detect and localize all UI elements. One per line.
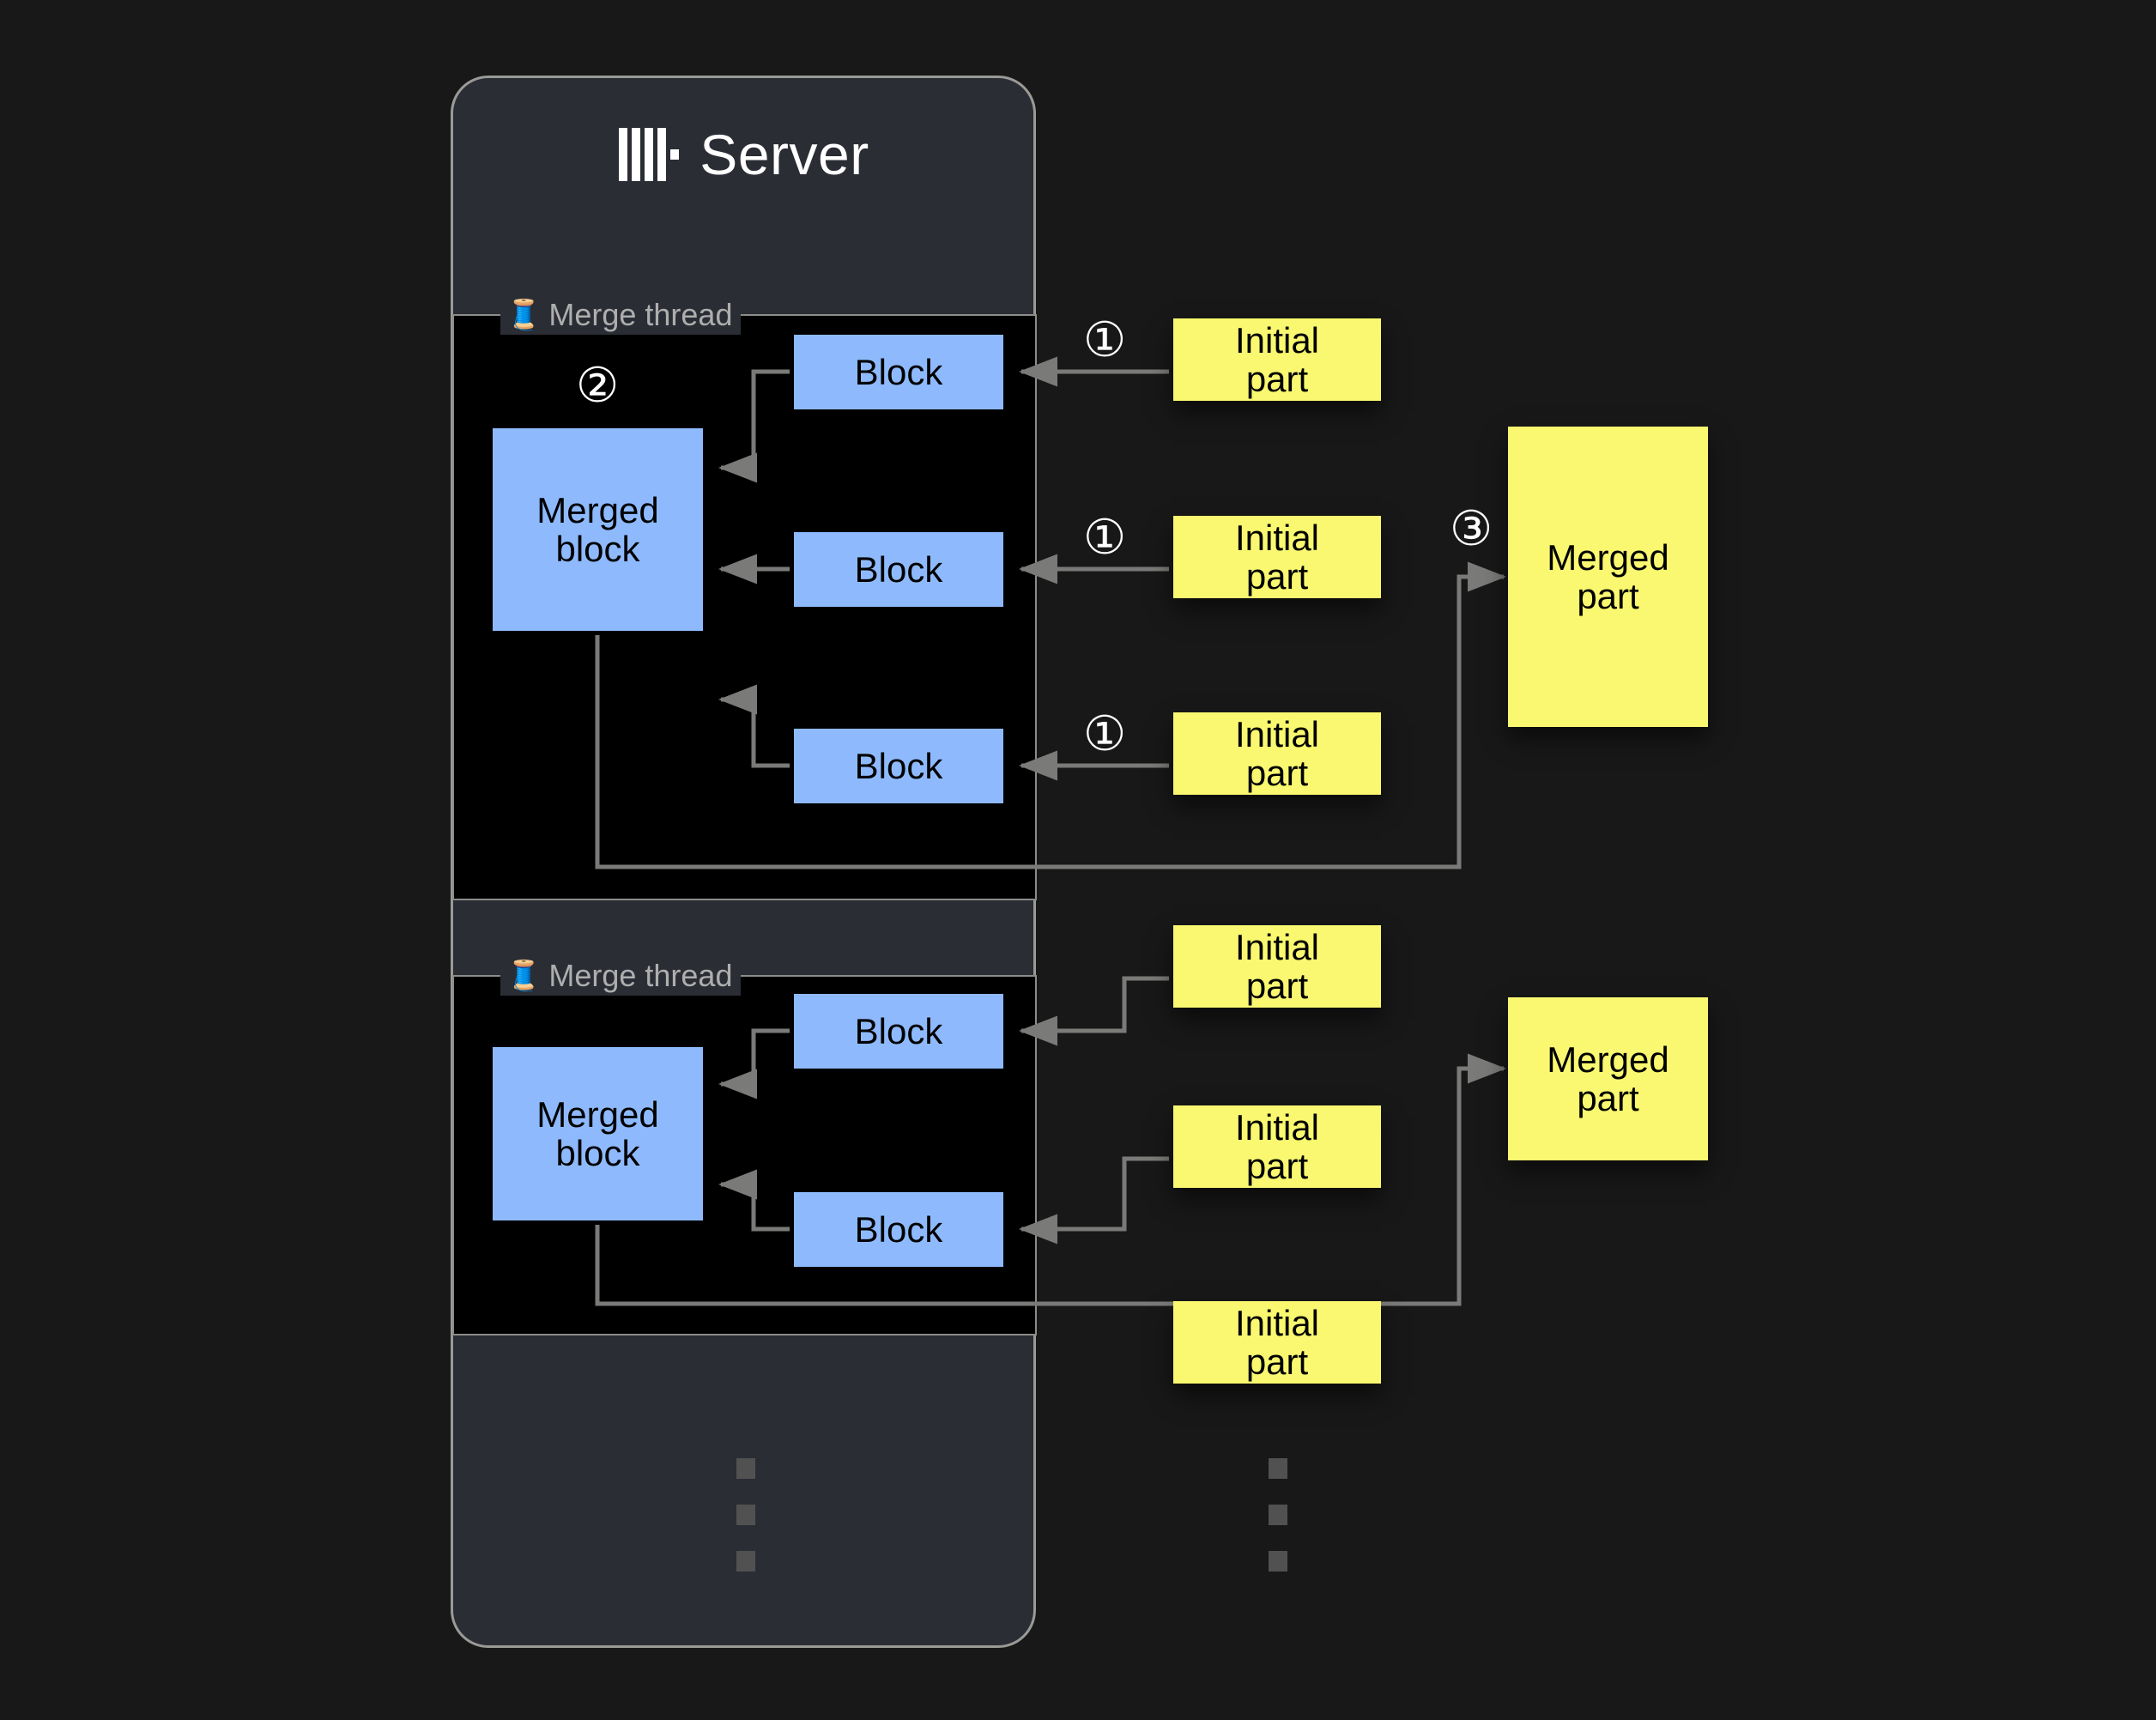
merge-thread-label: Merge thread [548,958,733,993]
step-marker-1: ① [1083,312,1127,366]
vertical-ellipsis-icon [1269,1458,1287,1572]
vertical-ellipsis-icon [736,1458,755,1572]
ellipsis-dot [1269,1505,1287,1525]
merge-thread-legend-1: 🧵 Merge thread [500,295,742,335]
block-box: Block [794,335,1003,409]
step-marker-2: ② [576,358,620,412]
step-marker-1: ① [1083,510,1127,564]
thread-spool-icon: 🧵 [506,299,542,331]
thread-spool-icon: 🧵 [506,960,542,992]
ellipsis-dot [736,1505,755,1525]
clickhouse-logo-icon [619,128,680,181]
server-header: Server [451,103,1036,206]
ellipsis-dot [736,1551,755,1572]
ellipsis-dot [736,1458,755,1479]
block-box: Block [794,994,1003,1069]
block-box: Block [794,1192,1003,1267]
merge-thread-label: Merge thread [548,297,733,332]
ellipsis-dot [1269,1458,1287,1479]
merge-thread-legend-2: 🧵 Merge thread [500,956,742,996]
block-box: Block [794,532,1003,607]
block-box: Block [794,729,1003,803]
server-title: Server [699,123,869,186]
step-marker-1: ① [1083,706,1127,760]
step-marker-3: ③ [1450,501,1493,555]
ellipsis-dot [1269,1551,1287,1572]
